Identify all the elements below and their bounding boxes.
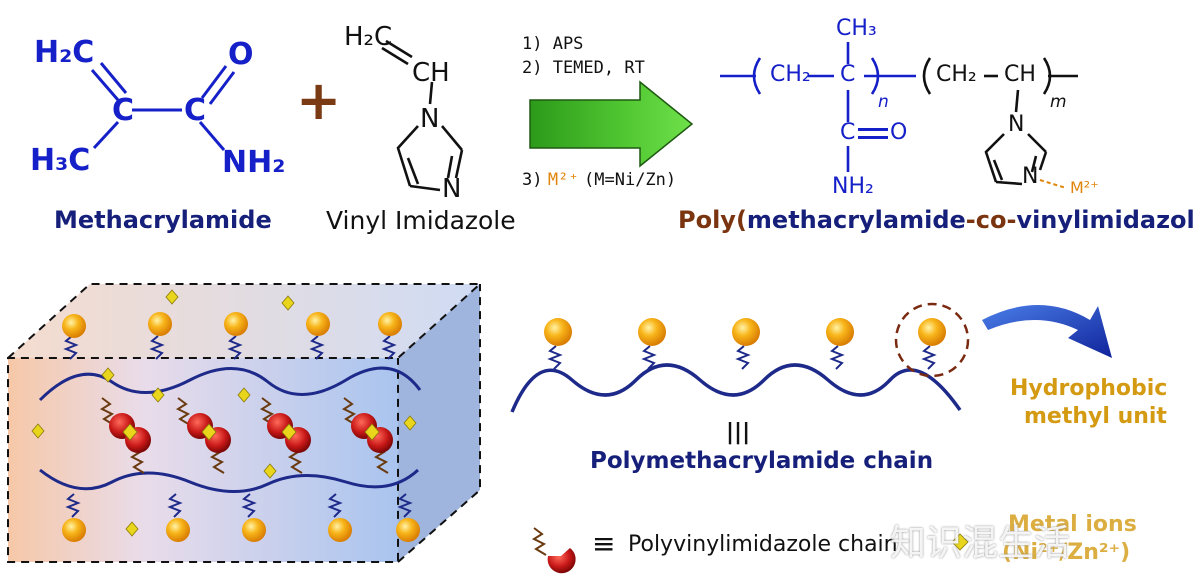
vinyl-ch: CH	[412, 58, 450, 88]
polymer-n-bottom: N	[1022, 164, 1039, 189]
product-name-part4: vinylimidazole	[1016, 206, 1194, 234]
hydrophobic-balls-upper	[62, 312, 402, 338]
vinyl-imidazole-name: Vinyl Imidazole	[326, 206, 516, 235]
methacrylamide-h2c: H₂C	[34, 35, 95, 70]
methacrylamide-c-left: C	[112, 93, 135, 128]
product-name-part1: Poly(	[678, 206, 747, 234]
polymer-c-center: C	[840, 62, 856, 87]
polymer-nh2: NH₂	[832, 174, 874, 199]
equivalence-symbol: |||	[726, 420, 751, 445]
chain-label: Polymethacrylamide chain	[590, 448, 934, 474]
condition-step3-prefix: 3)	[522, 170, 543, 190]
methacrylamide-o: O	[228, 37, 254, 72]
polymer-ch: CH	[1004, 62, 1036, 87]
highlight-circle	[894, 302, 970, 378]
vinyl-n-bottom: N	[442, 174, 462, 204]
vinyl-h2c: H₂C	[344, 22, 393, 52]
polymer-sub-m: m	[1050, 92, 1067, 112]
methacrylamide-c-right: C	[184, 93, 207, 128]
vinyl-n-top: N	[420, 104, 440, 134]
vinylimidazole-unit-bonds	[922, 57, 1078, 186]
legend-polyvinylimidazole-text: Polyvinylimidazole chain	[628, 534, 898, 556]
hydrogel-lower-springs	[65, 493, 413, 518]
methacrylamide-structure	[90, 62, 236, 151]
methacrylamide-h3c: H₃C	[30, 143, 91, 178]
polymer-ch2-a: CH₂	[770, 62, 811, 87]
condition-step1: 1) APS	[522, 34, 584, 54]
product-name: Poly(methacrylamide-co-vinylimidazole)	[678, 208, 1194, 232]
polymethacrylamide-chain	[510, 318, 962, 413]
metal-ions-label-line1: Metal ions	[1008, 512, 1137, 537]
plus-sign: +	[296, 69, 342, 132]
product-name-part3: -co-	[965, 206, 1017, 234]
legend-metal-icon	[951, 533, 969, 551]
polymer-structure-bonds	[720, 42, 916, 172]
legend-equiv-symbol: ≡	[592, 527, 616, 560]
curved-arrow	[982, 305, 1112, 358]
condition-step3-suffix: (M=Ni/Zn)	[584, 170, 677, 190]
hydrophobic-balls-lower	[62, 518, 420, 542]
reaction-arrow	[529, 80, 694, 168]
metal-coordination-bond	[1039, 179, 1067, 189]
polymer-ch2-b: CH₂	[936, 62, 977, 87]
vinyl-imidazole-structure	[381, 39, 464, 192]
methacrylamide-name: Methacrylamide	[54, 206, 272, 234]
polymer-sub-n: n	[878, 92, 889, 112]
box-right-face	[398, 284, 480, 562]
polymer-n-top: N	[1008, 112, 1025, 137]
hydrogel-lower-chain	[39, 468, 420, 493]
polymer-metal: M²⁺	[1070, 178, 1099, 197]
methacrylamide-nh2: NH₂	[222, 145, 286, 180]
polymer-c-carbonyl: C	[840, 120, 856, 145]
watermark: 知识混生活	[890, 523, 1071, 564]
hydrophobic-label-line2: methyl unit	[1024, 404, 1167, 429]
legend-imidazole-icon	[531, 527, 576, 574]
polymer-o: O	[890, 120, 908, 145]
free-metal-ions	[31, 289, 417, 537]
hydrophobic-label-line1: Hydrophobic	[1010, 376, 1168, 401]
condition-step3-metal: M²⁺	[547, 170, 579, 190]
imidazole-metal-crosslinks	[99, 397, 393, 474]
hydrogel-upper-springs	[63, 335, 397, 360]
carbonyl-bond-2	[858, 136, 888, 139]
condition-step2: 2) TEMED, RT	[522, 58, 645, 78]
polymer-ch3: CH₃	[836, 16, 877, 41]
carbonyl-bond-1	[858, 128, 888, 131]
condition-step3: 3) M²⁺ (M=Ni/Zn)	[522, 172, 676, 189]
metal-ions-label-line2: (Ni²⁺/Zn²⁺)	[1002, 540, 1131, 565]
product-name-part2: methacrylamide	[746, 206, 966, 234]
